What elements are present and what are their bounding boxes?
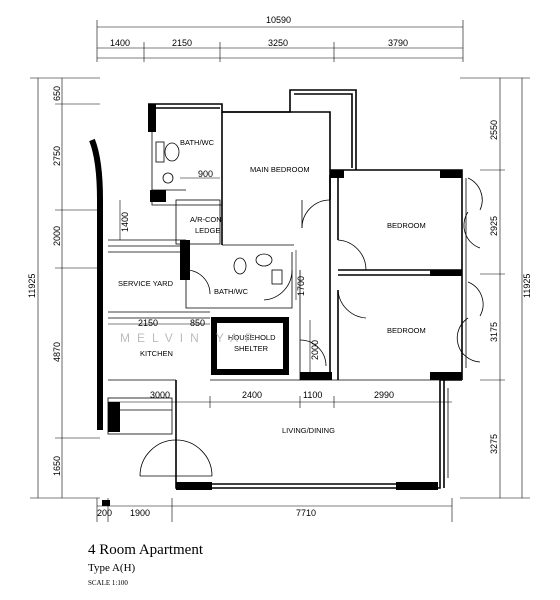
dim-left-total: 11925	[27, 274, 37, 298]
dim-top-total: 10590	[266, 15, 291, 25]
room-label-aircon-2: LEDGE	[195, 226, 220, 235]
dim-right-4: 3275	[489, 434, 499, 454]
dim-inner-2150: 2150	[138, 318, 158, 328]
dim-top-3: 3250	[268, 38, 288, 48]
plan-type: Type A(H)	[88, 562, 136, 574]
dim-right-2: 2925	[489, 216, 499, 236]
dim-left-1: 650	[52, 86, 62, 101]
right-dimensions	[460, 77, 530, 499]
dim-inner-3000: 3000	[150, 390, 170, 400]
dim-inner-1400: 1400	[120, 212, 130, 232]
dim-right-3: 3175	[489, 322, 499, 342]
room-label-shelter-2: SHELTER	[234, 344, 269, 353]
room-label-bedroom-1: BEDROOM	[387, 221, 426, 230]
room-label-bath-wc-2: BATH/WC	[214, 287, 249, 296]
inner-dimension-lines	[108, 177, 452, 408]
room-label-kitchen: KITCHEN	[140, 349, 173, 358]
dim-left-5: 1650	[52, 456, 62, 476]
dim-top-1: 1400	[110, 38, 130, 48]
doors	[139, 177, 484, 477]
dim-bottom-3: 7710	[296, 508, 316, 518]
dim-left-2: 2750	[52, 146, 62, 166]
fixtures	[155, 141, 283, 285]
dim-right-total: 11925	[522, 274, 532, 298]
room-label-bedroom-2: BEDROOM	[387, 326, 426, 335]
windows	[447, 178, 467, 478]
plan-title: 4 Room Apartment	[88, 542, 204, 558]
household-shelter-walls	[211, 317, 289, 375]
dim-inner-2400: 2400	[242, 390, 262, 400]
dim-inner-1700: 1700	[296, 276, 306, 296]
dim-inner-1100: 1100	[303, 390, 322, 400]
dim-left-4: 4870	[52, 342, 62, 362]
dim-inner-2990: 2990	[374, 390, 394, 400]
watermark: MELVIN YAP	[120, 331, 260, 345]
room-label-bath-wc-1: BATH/WC	[180, 138, 215, 147]
dim-inner-900: 900	[198, 169, 213, 179]
dim-top-4: 3790	[388, 38, 408, 48]
plan-scale: SCALE 1:100	[88, 579, 128, 587]
room-label-main-bedroom: MAIN BEDROOM	[250, 165, 310, 174]
dim-right-1: 2550	[489, 120, 499, 140]
bottom-dimensions	[96, 498, 453, 522]
dim-bottom-2: 1900	[130, 508, 150, 518]
columns	[102, 104, 462, 506]
room-label-shelter-1: HOUSEHOLD	[228, 333, 276, 342]
room-label-living-dining: LIVING/DINING	[282, 426, 335, 435]
dim-left-3: 2000	[52, 226, 62, 246]
left-dimensions	[30, 77, 100, 499]
dim-bottom-1: 200	[97, 508, 112, 518]
dim-inner-850: 850	[190, 318, 205, 328]
room-label-service-yard: SERVICE YARD	[118, 279, 174, 288]
dim-inner-2000: 2000	[310, 340, 320, 360]
top-dimensions	[96, 20, 464, 62]
curved-wall	[89, 138, 103, 430]
room-label-aircon-1: A/R-CON	[190, 215, 222, 224]
dim-top-2: 2150	[172, 38, 192, 48]
